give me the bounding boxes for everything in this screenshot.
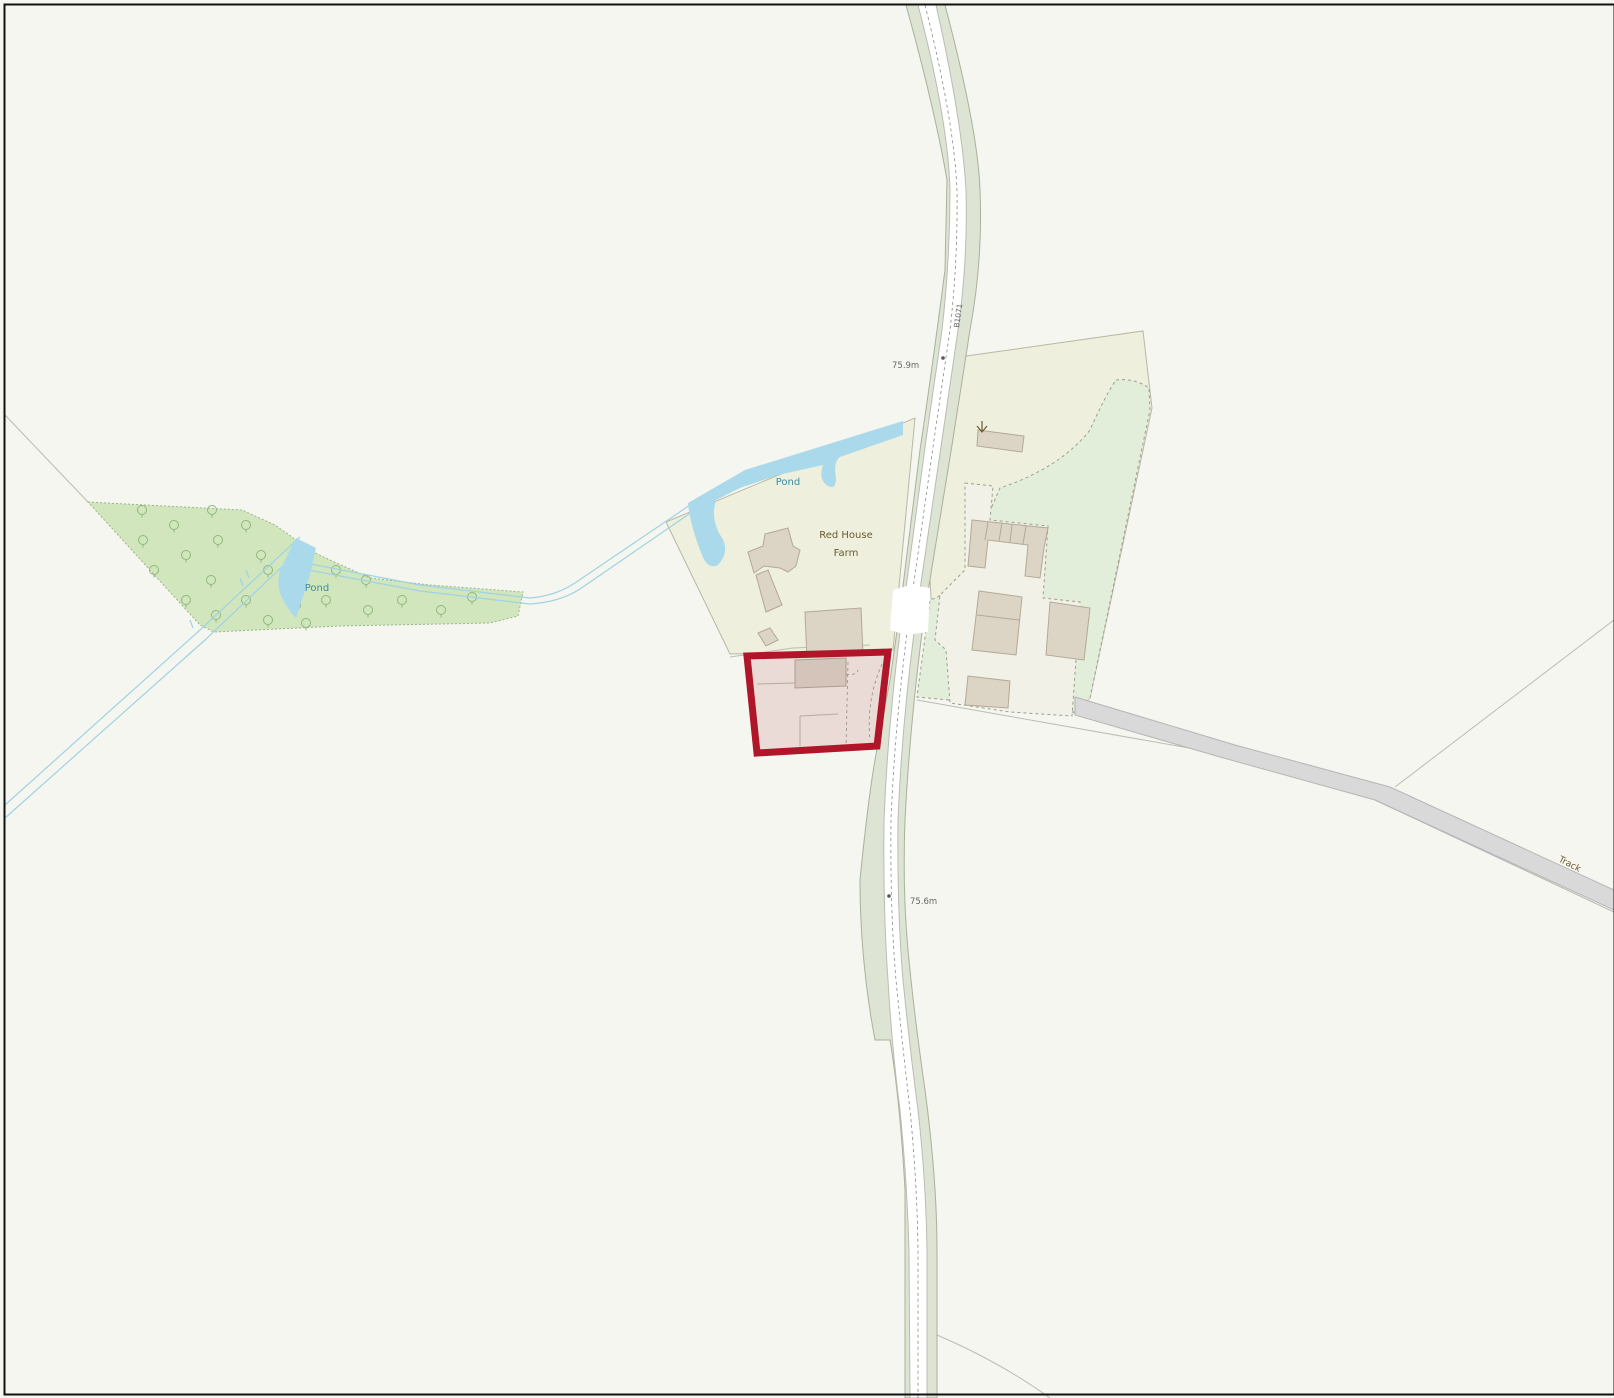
road-number-label: B1071 bbox=[952, 303, 964, 328]
spot-height-label-south: 75.6m bbox=[910, 897, 937, 907]
track-surface bbox=[1074, 696, 1614, 911]
spot-height-marker-south bbox=[887, 894, 891, 898]
pond-north-label: Pond bbox=[776, 477, 800, 488]
buildings-farmyard bbox=[964, 429, 1091, 709]
buildings-red-house-farm bbox=[747, 527, 864, 661]
track-edge bbox=[1374, 799, 1614, 913]
site-outline bbox=[743, 648, 892, 757]
spot-height-marker-north bbox=[941, 356, 945, 360]
arrow-down-icon bbox=[976, 421, 988, 433]
watercourses bbox=[4, 504, 693, 819]
spot-height-label-north: 75.9m bbox=[892, 361, 919, 371]
site-internal-features bbox=[756, 657, 883, 747]
pond-west-label: Pond bbox=[305, 583, 329, 594]
pond-west bbox=[278, 538, 316, 618]
road-surface bbox=[883, 4, 967, 1398]
site-boundary bbox=[747, 652, 888, 753]
farm-name-label-line1: Red House bbox=[819, 530, 873, 541]
road-edge-dashes bbox=[890, 4, 958, 1398]
map-frame-border bbox=[3, 3, 1614, 1396]
road-junction-apron bbox=[890, 585, 930, 635]
farm-name-label-line2: Farm bbox=[834, 548, 859, 559]
pond-north bbox=[688, 421, 903, 567]
